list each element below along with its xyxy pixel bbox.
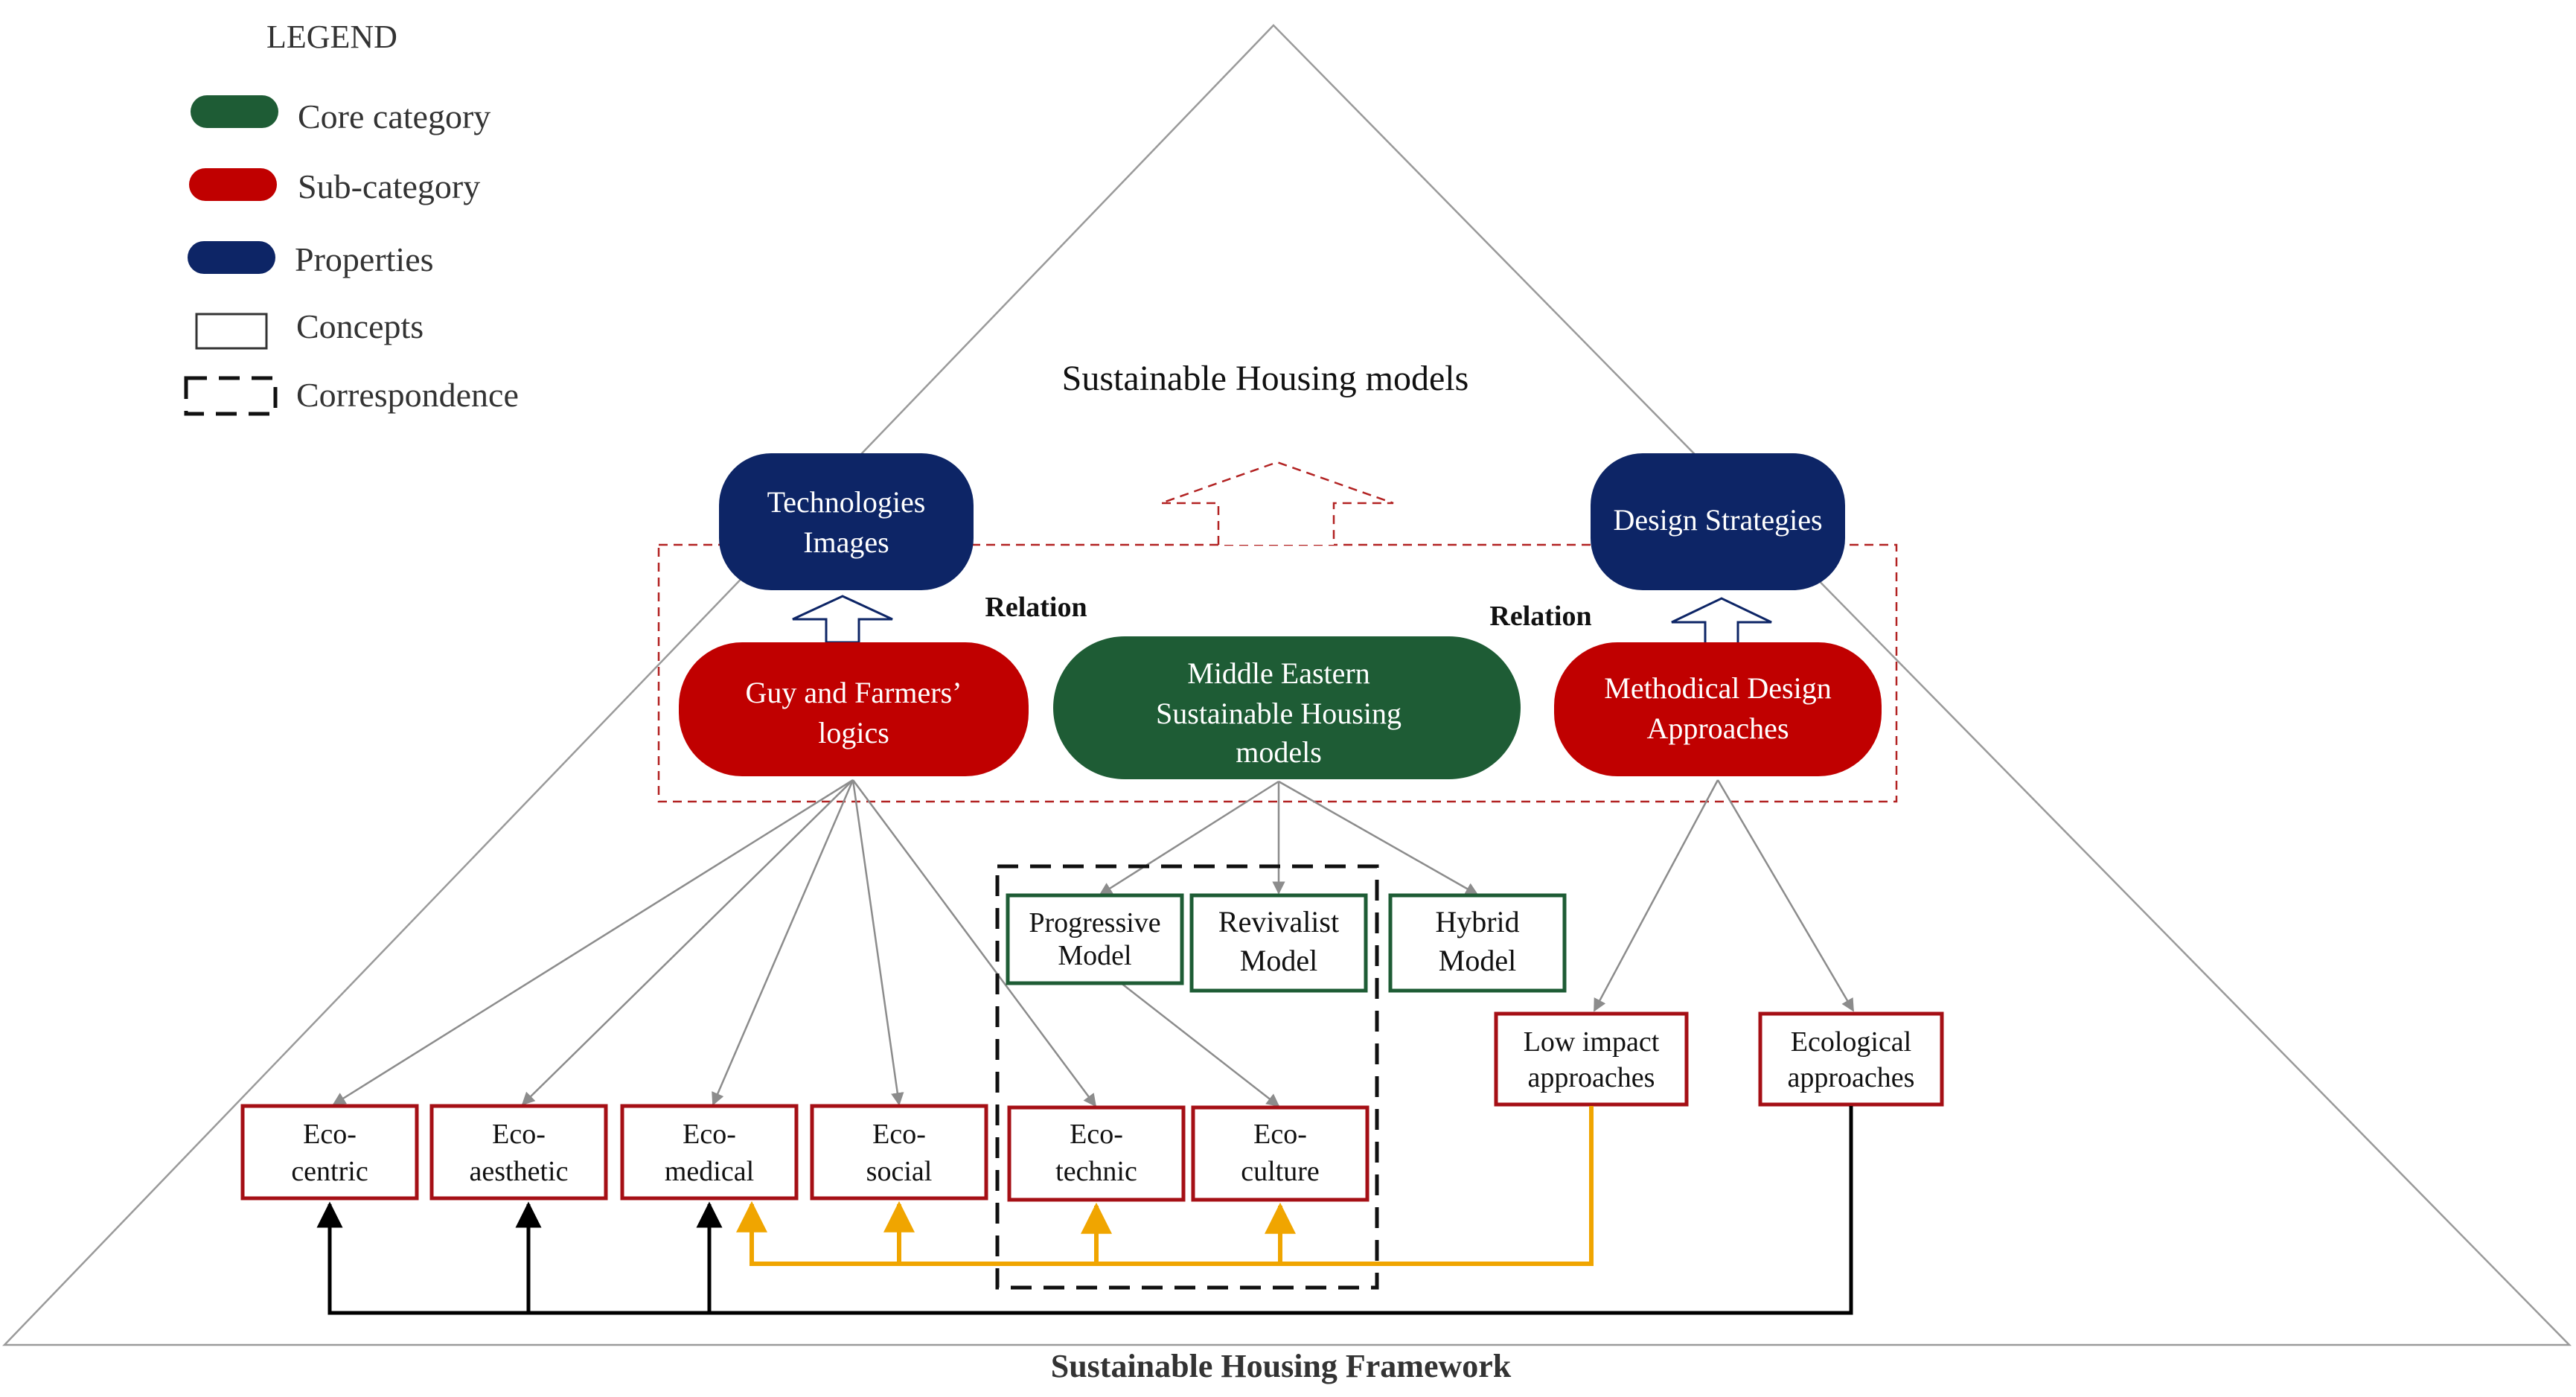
guy-farmers-node: Guy and Farmers’ logics bbox=[679, 642, 1029, 776]
core-line2: Sustainable Housing bbox=[1156, 697, 1402, 730]
dashed-up-arrow bbox=[1160, 461, 1394, 545]
relation-label-right: Relation bbox=[1489, 601, 1591, 632]
eco-culture-line2: culture bbox=[1241, 1156, 1320, 1187]
hybrid-line1: Hybrid bbox=[1435, 905, 1519, 939]
design-strategies-node: Design Strategies bbox=[1591, 453, 1845, 590]
up-arrow-left bbox=[792, 595, 893, 644]
eco-aesthetic-line2: aesthetic bbox=[470, 1156, 569, 1187]
legend-correspondence-label: Correspondence bbox=[296, 376, 519, 414]
legend-core-label: Core category bbox=[298, 97, 490, 135]
progressive-line1: Progressive bbox=[1029, 907, 1160, 939]
progressive-line2: Model bbox=[1058, 940, 1131, 971]
low-impact-feedback bbox=[736, 1106, 1594, 1266]
guy-farmers-line1: Guy and Farmers’ bbox=[745, 676, 962, 709]
design-strategies-label: Design Strategies bbox=[1613, 503, 1822, 537]
eco-culture-line1: Eco- bbox=[1253, 1119, 1307, 1150]
low-impact-line1: Low impact bbox=[1524, 1026, 1660, 1058]
core-node: Middle Eastern Sustainable Housing model… bbox=[1053, 636, 1521, 779]
legend-correspondence-swatch bbox=[184, 376, 278, 416]
revivalist-line2: Model bbox=[1240, 944, 1317, 977]
methodical-node: Methodical Design Approaches bbox=[1554, 642, 1882, 776]
eco-social-line2: social bbox=[866, 1156, 933, 1187]
legend-sub-label: Sub-category bbox=[298, 167, 480, 205]
legend-concepts-label: Concepts bbox=[296, 307, 424, 345]
ecological-feedback bbox=[316, 1106, 1853, 1315]
eco-medical-box: Eco- medical bbox=[620, 1104, 799, 1201]
guy-farmers-line2: logics bbox=[818, 716, 889, 749]
low-impact-box: Low impact approaches bbox=[1494, 1011, 1689, 1107]
eco-social-line1: Eco- bbox=[872, 1119, 926, 1150]
legend-properties-label: Properties bbox=[295, 240, 434, 278]
core-line3: models bbox=[1236, 735, 1322, 769]
guy-farmers-arrows bbox=[332, 779, 1097, 1107]
eco-medical-line1: Eco- bbox=[683, 1119, 736, 1150]
technologies-images-line1: Technologies bbox=[767, 485, 926, 519]
eco-medical-line2: medical bbox=[665, 1156, 754, 1187]
eco-social-box: Eco- social bbox=[810, 1104, 988, 1201]
methodical-line1: Methodical Design bbox=[1604, 671, 1832, 705]
legend: LEGEND Core category Sub-category Proper… bbox=[184, 19, 519, 416]
eco-technic-box: Eco- technic bbox=[1007, 1105, 1186, 1202]
framework-triangle bbox=[2, 24, 2572, 1346]
ecological-line1: Ecological bbox=[1791, 1026, 1911, 1058]
framework-label: Sustainable Housing Framework bbox=[1051, 1348, 1512, 1384]
correspondence-box bbox=[995, 864, 1379, 1290]
eco-aesthetic-line1: Eco- bbox=[492, 1119, 546, 1150]
apex-label: Sustainable Housing models bbox=[1062, 359, 1469, 398]
technologies-images-node: Technologies Images bbox=[719, 453, 974, 590]
eco-centric-box: Eco- centric bbox=[240, 1104, 419, 1201]
eco-centric-line1: Eco- bbox=[303, 1119, 357, 1150]
hybrid-line2: Model bbox=[1439, 944, 1516, 977]
legend-sub-swatch bbox=[189, 168, 277, 201]
relation-label-left: Relation bbox=[985, 592, 1087, 623]
ecological-line2: approaches bbox=[1788, 1062, 1915, 1093]
eco-aesthetic-box: Eco- aesthetic bbox=[429, 1104, 608, 1201]
eco-centric-line2: centric bbox=[291, 1156, 368, 1187]
ecological-box: Ecological approaches bbox=[1758, 1011, 1944, 1107]
revivalist-line1: Revivalist bbox=[1218, 905, 1339, 939]
legend-title: LEGEND bbox=[266, 19, 397, 55]
low-impact-line2: approaches bbox=[1528, 1062, 1655, 1093]
progressive-model-box: Progressive Model bbox=[1006, 893, 1184, 985]
core-line1: Middle Eastern bbox=[1187, 656, 1370, 690]
eco-technic-line2: technic bbox=[1055, 1156, 1137, 1187]
eco-culture-box: Eco- culture bbox=[1191, 1105, 1370, 1202]
legend-core-swatch bbox=[191, 95, 278, 128]
eco-technic-line1: Eco- bbox=[1070, 1119, 1123, 1150]
revivalist-model-box: Revivalist Model bbox=[1189, 893, 1368, 993]
methodical-line2: Approaches bbox=[1646, 712, 1789, 745]
up-arrow-right bbox=[1671, 597, 1772, 648]
legend-properties-swatch bbox=[188, 241, 275, 274]
core-arrows bbox=[1099, 780, 1479, 1107]
methodical-arrows bbox=[1593, 779, 1855, 1012]
hybrid-model-box: Hybrid Model bbox=[1388, 893, 1567, 993]
technologies-images-line2: Images bbox=[803, 525, 889, 559]
legend-concepts-swatch bbox=[195, 313, 268, 350]
